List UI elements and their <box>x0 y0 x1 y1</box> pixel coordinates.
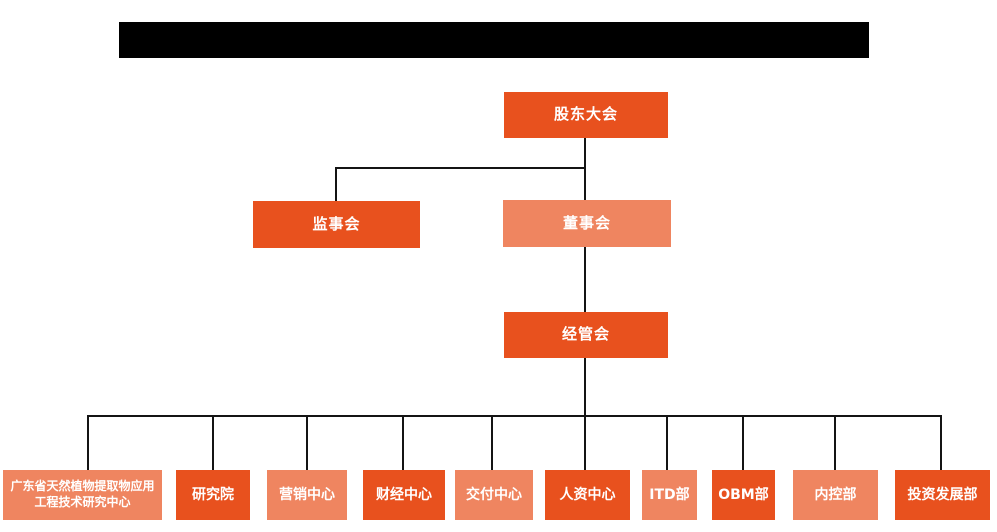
connector-drop-investment <box>940 415 942 470</box>
connector-drop-marketing <box>306 415 308 470</box>
node-label: 交付中心 <box>466 486 522 503</box>
node-label: 投资发展部 <box>907 486 978 503</box>
connector-drop-itd <box>666 415 668 470</box>
node-dept-obm: OBM部 <box>712 470 775 520</box>
node-supervisory-board: 监事会 <box>253 201 420 248</box>
node-dept-internal-control: 内控部 <box>793 470 878 520</box>
connector-drop-delivery <box>491 415 493 470</box>
connector-departments-bus <box>87 415 942 417</box>
node-dept-delivery-center: 交付中心 <box>455 470 533 520</box>
node-dept-finance-center: 财经中心 <box>363 470 445 520</box>
node-label: 广东省天然植物提取物应用工程技术研究中心 <box>10 479 155 509</box>
connector-drop-internal-control <box>834 415 836 470</box>
connector-drop-hr <box>584 415 586 470</box>
node-dept-marketing-center: 营销中心 <box>267 470 347 520</box>
node-label: 研究院 <box>192 486 234 503</box>
connector-drop-research-center <box>87 415 89 470</box>
node-label: 财经中心 <box>376 486 432 503</box>
node-dept-research-center: 广东省天然植物提取物应用工程技术研究中心 <box>3 470 162 520</box>
node-dept-itd: ITD部 <box>642 470 697 520</box>
node-dept-hr-center: 人资中心 <box>545 470 630 520</box>
redacted-title-bar <box>119 22 869 58</box>
connector-drop-finance <box>402 415 404 470</box>
connector-branch-horizontal <box>335 167 586 169</box>
node-label: 经管会 <box>561 325 610 344</box>
node-shareholders-meeting: 股东大会 <box>504 92 668 138</box>
connector-board-to-management <box>584 247 586 312</box>
node-label: 董事会 <box>562 213 611 232</box>
node-label: 营销中心 <box>279 486 335 503</box>
node-management-committee: 经管会 <box>504 312 668 358</box>
connector-management-down <box>584 358 586 416</box>
node-dept-institute: 研究院 <box>176 470 250 520</box>
node-label: 内控部 <box>814 486 857 503</box>
connector-supervisory-drop <box>335 167 337 201</box>
connector-drop-obm <box>742 415 744 470</box>
connector-shareholders-down <box>584 138 586 200</box>
node-label: OBM部 <box>718 486 769 503</box>
node-board-of-directors: 董事会 <box>503 200 671 247</box>
node-label: 股东大会 <box>553 105 618 124</box>
node-label: ITD部 <box>649 486 690 503</box>
connector-drop-institute <box>212 415 214 470</box>
node-dept-investment-development: 投资发展部 <box>895 470 990 520</box>
node-label: 人资中心 <box>559 486 616 503</box>
node-label: 监事会 <box>312 214 361 233</box>
